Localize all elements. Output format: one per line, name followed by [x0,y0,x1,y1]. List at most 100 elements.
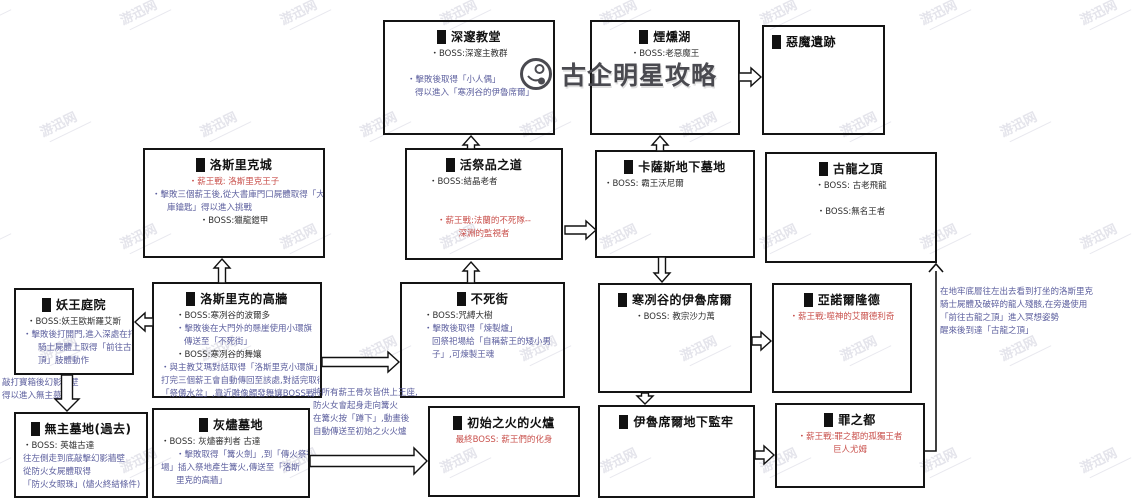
node-lines: ・BOSS:寒冽谷的波爾多・擊敗後在大門外的懸崖使用小環旗傳送至「不死街」・BO… [154,310,320,401]
node-line: ・擊敗後取得「煉製爐」 [424,324,518,334]
node-title: 亞諾爾隆德 [774,291,910,308]
node-lines: ・BOSS: 教宗沙力萬 [600,311,750,324]
watermark-underline [48,118,92,143]
node-title-text: 無主墓地(過去) [44,422,132,436]
node-line: ・薪王戰: 洛斯里克王子 [188,177,280,187]
node-line: ・擊敗取得「篝火劍」,到「傳火祭祀 [176,450,308,460]
logo-title: 古企明星攻略 [561,61,718,90]
watermark-underline [128,6,172,31]
note-line: 在地牢底層往左出去看到打坐的洛斯里克 [940,287,1094,297]
node-high-wall-of-lothric: 洛斯里克的高牆・BOSS:寒冽谷的波爾多・擊敗後在大門外的懸崖使用小環旗傳送至「… [152,282,322,401]
arrow-road-to-catacombs [564,219,598,241]
node-line: ・BOSS: 霸王沃尼爾 [604,179,684,189]
node-title: 妖王庭院 [16,296,132,313]
node-title-text: 灰燼墓地 [212,418,263,432]
node-title-text: 亞諾爾隆德 [817,293,881,307]
watermark-text: 游迅网 [198,109,240,141]
watermark-underline [1008,342,1052,367]
node-title: 無主墓地(過去) [16,420,146,437]
watermark-text: 游迅网 [358,333,400,365]
watermark-text: 游迅网 [1078,445,1120,477]
section-marker-icon [624,159,634,174]
watermark-underline [0,6,12,31]
node-line: ・BOSS:深邃主教群 [430,49,508,59]
node-title-text: 不死街 [470,292,509,306]
node-lothric-castle: 洛斯里克城・薪王戰: 洛斯里克王子・擊敗三個薪王後,從大書庫門口屍體取得「大書庫… [143,148,325,258]
node-title-text: 洛斯里克城 [209,158,273,172]
node-line [407,189,561,202]
node-lines: ・BOSS: 霸王沃尼爾 [597,178,753,191]
note-kiln-path: 將所有薪王骨灰皆供上王座,防火女會起身走向篝火在篝火按「蹲下」,動畫後自動傳送至… [313,387,445,439]
arrow-highwall-to-garden [133,311,154,333]
watermark-text: 游迅网 [38,109,80,141]
node-title-text: 活祭品之道 [459,158,523,172]
node-line: ・擊敗後打開門,進入深處在打坐 [23,330,132,340]
watermark: 游迅网 [118,0,172,32]
watermark: 游迅网 [918,0,972,32]
node-lines: ・BOSS:妖王歐斯羅艾斯・擊敗後打開門,進入深處在打坐騎士屍體上取得「前往古龍… [16,316,132,368]
section-marker-icon [617,292,627,307]
node-lines: ・薪王戰:罪之都的孤獨王者巨人尤姆 [777,431,923,457]
node-title-text: 伊魯席爾地下監牢 [633,415,734,429]
node-line: 場」插入祭地產生篝火,傳送至「洛斯 [161,463,300,473]
note-line: 在篝火按「蹲下」,動畫後 [313,414,410,424]
watermark-underline [0,454,12,479]
node-irithyll-dungeon: 伊魯席爾地下監牢 [598,405,755,498]
watermark-text: 游迅网 [998,333,1040,365]
node-line: 最終BOSS: 薪王們的化身 [455,435,553,445]
node-title-text: 罪之都 [838,413,876,427]
node-line: ・薪王戰:罪之都的孤獨王者 [797,432,903,442]
watermark-underline [1008,118,1052,143]
logo-mascot-icon [520,58,552,90]
watermark-text: 游迅网 [118,0,160,29]
arrow-settlement-to-road [461,260,481,284]
node-title-text: 卡薩斯地下墓地 [638,160,726,174]
node-irithyll-boreal-valley: 寒冽谷的伊魯席爾・BOSS: 教宗沙力萬 [598,283,752,393]
node-untended-graves: 無主墓地(過去)・BOSS: 英雄古達往左側走到底敲擊幻影牆壁從防火女屍體取得「… [14,412,148,498]
node-line: ・BOSS: 灰燼審判者 古達 [161,437,261,447]
node-line: 「祭儀水盆」,靠近雕像觸發舞孃BOSS戰 [161,389,315,399]
section-marker-icon [818,161,828,176]
watermark-underline [928,6,972,31]
section-marker-icon [445,157,455,172]
note-line: 得以進入無主墓地 [2,391,71,401]
node-title-text: 煙燻湖 [653,30,691,44]
node-title: 不死街 [402,290,563,307]
node-line: 頂」肢體動作 [38,356,90,366]
node-title-text: 洛斯里克的高牆 [200,292,288,306]
node-title: 灰燼墓地 [154,416,308,433]
node-line: 往左側走到底敲擊幻影牆壁 [23,454,126,464]
watermark: 游迅网 [0,442,12,480]
node-line: 打完三個薪王會自動傳回至該處,對話完取得 [161,376,320,386]
node-title: 初始之火的火爐 [430,414,578,431]
node-line: ・BOSS:寒冽谷的波爾多 [176,311,271,321]
node-line: ・BOSS:無名王者 [816,207,886,217]
node-title: 洛斯里克的高牆 [154,290,320,307]
note-hidden-wall: 敲打寶箱後幻影牆壁得以進入無主墓地 [2,377,114,403]
node-lines: ・BOSS:咒縛大樹・擊敗後取得「煉製爐」回祭祀場給「自稱薪王的矮小男子」,可煉… [402,310,563,362]
node-lines: ・薪王戰:噬神的艾爾德利奇 [774,311,910,324]
note-dragon-gesture: 在地牢底層往左出去看到打坐的洛斯里克騎士屍體及破碎的龍人殘骸,在旁邊使用「前往古… [940,286,1139,338]
node-demon-ruins: 惡魔遺跡 [762,25,885,135]
section-marker-icon [772,34,781,49]
section-marker-icon [198,417,208,432]
node-title: 深邃教堂 [385,28,553,45]
note-line: 自動傳送至初始之火火爐 [313,427,407,437]
watermark: 游迅网 [38,106,92,144]
node-undead-settlement: 不死街・BOSS:咒縛大樹・擊敗後取得「煉製爐」回祭祀場給「自稱薪王的矮小男子」… [400,282,565,398]
section-marker-icon [41,297,51,312]
watermark-text: 游迅网 [278,0,320,29]
node-line: ・BOSS:妖王歐斯羅艾斯 [26,317,122,327]
watermark: 游迅网 [1078,0,1132,32]
node-consumed-kings-garden: 妖王庭院・BOSS:妖王歐斯羅艾斯・擊敗後打開門,進入深處在打坐騎士屍體上取得「… [14,288,134,375]
note-line: 將所有薪王骨灰皆供上王座, [313,388,418,398]
node-title: 活祭品之道 [407,156,561,173]
node-title: 古龍之頂 [767,160,935,177]
watermark-underline [1088,230,1132,255]
node-line: 里克的高牆」 [176,476,228,486]
section-marker-icon [619,414,629,429]
node-line: ・BOSS:老惡魔王 [630,49,700,59]
node-title-text: 妖王庭院 [55,298,106,312]
watermark-text: 游迅网 [918,0,960,29]
node-kiln-of-first-flame: 初始之火的火爐最終BOSS: 薪王們的化身 [428,406,580,497]
